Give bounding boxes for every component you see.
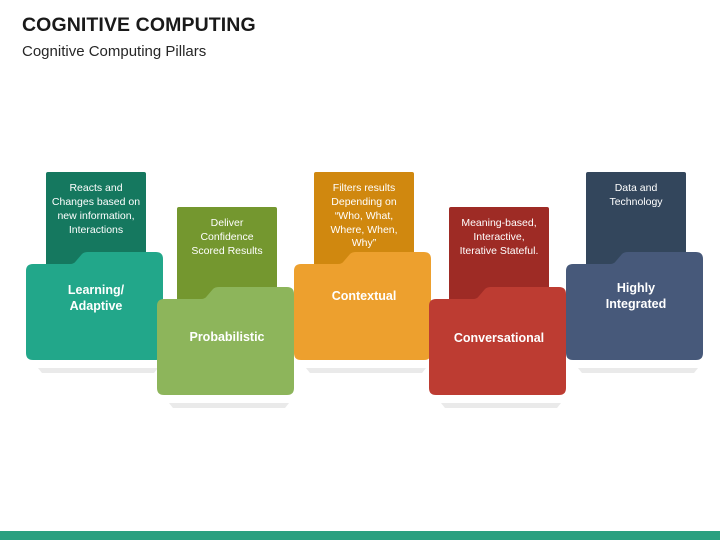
pillar-label: Probabilistic	[189, 330, 265, 344]
page-subtitle: Cognitive Computing Pillars	[22, 43, 207, 61]
pillar-contextual[interactable]: Filters results Depending on “Who, What,…	[290, 168, 438, 373]
pillar-description: Data and Technology	[609, 182, 663, 208]
folder-shadow	[578, 368, 698, 373]
folder-shadow	[441, 403, 561, 408]
pillar-highly-integrated[interactable]: Data and Technology Highly Integrated	[562, 168, 710, 373]
pillar-learning-adaptive[interactable]: Reacts and Changes based on new informat…	[22, 168, 170, 373]
folder-front-panel	[26, 252, 163, 360]
folder-icon	[429, 207, 566, 408]
slide-header: COGNITIVE COMPUTING Cognitive Computing …	[22, 14, 682, 61]
folder-front-panel	[429, 287, 566, 395]
bottom-accent-bar	[0, 531, 720, 540]
folder-front-panel	[566, 252, 703, 360]
folder-shadow	[306, 368, 426, 373]
pillar-probabilistic[interactable]: Deliver Confidence Scored Results Probab…	[153, 203, 301, 408]
pillar-label: Highly Integrated	[605, 281, 667, 311]
folder-front-panel	[157, 287, 294, 395]
page-title: COGNITIVE COMPUTING	[22, 14, 256, 36]
pillar-conversational[interactable]: Meaning-based, Interactive, Iterative St…	[425, 203, 573, 408]
pillar-description: Deliver Confidence Scored Results	[191, 217, 263, 257]
folder-icon	[294, 172, 431, 373]
pillar-label: Contextual	[331, 289, 397, 303]
folder-shadow	[169, 403, 289, 408]
pillar-label: Learning/ Adaptive	[67, 283, 125, 313]
pillar-description: Filters results Depending on “Who, What,…	[330, 182, 398, 250]
pillar-label: Conversational	[453, 331, 545, 345]
pillar-description: Reacts and Changes based on new informat…	[51, 182, 141, 236]
folder-icon	[26, 172, 163, 373]
folder-icon	[157, 207, 294, 408]
pillar-description: Meaning-based, Interactive, Iterative St…	[459, 217, 539, 257]
folder-shadow	[38, 368, 158, 373]
folder-front-panel	[294, 252, 431, 360]
folder-icon	[566, 172, 703, 373]
